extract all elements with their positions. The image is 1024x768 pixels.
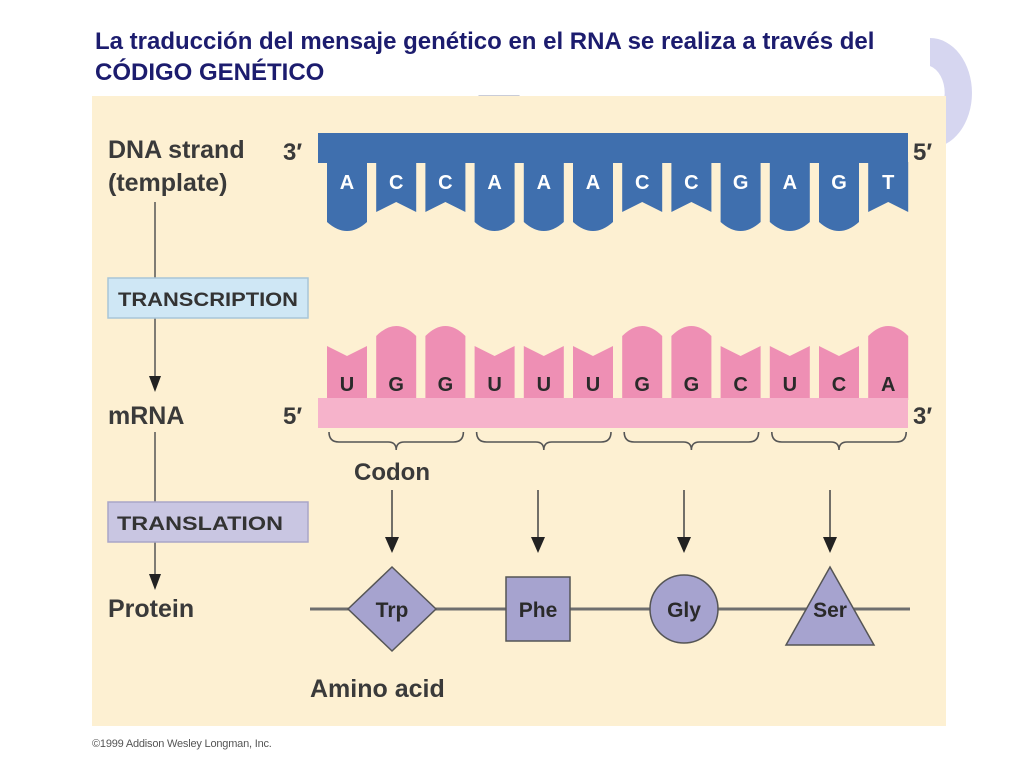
mrna-base-tab [819,346,859,400]
dna-base-tab [376,162,417,212]
mrna-base-tab [573,346,613,400]
codon-braces [328,431,907,451]
dna-base-letter: A [586,172,600,194]
translation-box [107,501,309,543]
dna-base-tab [868,162,909,212]
dna-template-label: (template) [108,169,227,197]
dna-base-tab [573,162,613,231]
mrna-base-tab [327,346,367,400]
dna-base-letter: A [783,172,797,194]
dna-base-letter: C [389,172,403,194]
mrna-base-letter: U [586,374,600,396]
mrna-base-letter: U [340,374,354,396]
mrna-base-letter: U [487,374,501,396]
mrna-base-letter: U [783,374,797,396]
amino-acid-name: Gly [667,599,701,622]
dna-base-letter: G [733,172,749,194]
mrna-base-letter: G [438,374,454,396]
mrna-base-letter: G [634,374,650,396]
dna-base-letter: C [438,172,452,194]
dna-base-letter: C [684,172,698,194]
translation-label: TRANSLATION [117,514,283,535]
mrna-base-letter: U [537,374,551,396]
mrna-base-tab [671,326,712,400]
dna-base-letter: C [635,172,649,194]
dna-base-tab [720,162,761,231]
amino-acid-square [505,576,571,642]
codon-brace [623,431,760,451]
protein-label: Protein [108,595,194,623]
translation-arrowhead [531,537,545,553]
translation-arrowhead [823,537,837,553]
mrna-base-tab [474,346,515,400]
dna-base-letter: T [882,172,894,194]
arrowhead-to-protein [149,574,161,590]
dna-end-left: 3′ [283,139,302,166]
mrna-base-letter: G [684,374,700,396]
copyright-notice: ©1999 Addison Wesley Longman, Inc. [92,738,272,750]
amino-acid-chain: Trp Phe Gly Ser [346,490,876,653]
dna-base-letter: A [487,172,501,194]
codon-brace [475,431,612,451]
mrna-base-tab [720,346,761,400]
amino-acid-diamond [346,565,438,653]
dna-base-tab [474,162,515,231]
dna-base-tab [622,162,663,212]
dna-base-tab [769,162,810,231]
dna-base-tab [819,162,859,231]
dna-base-letter: A [537,172,551,194]
mrna-base-tab [622,326,663,400]
mrna-backbone [318,398,908,428]
codon-brace [771,431,907,451]
mrna-base-letter: G [388,374,404,396]
amino-acid-circle [649,574,719,644]
translation-arrowhead [385,537,399,553]
mrna-end-left: 5′ [283,403,302,430]
dna-base-tab [425,162,466,212]
codon-label: Codon [354,459,430,486]
mrna-base-tab [425,326,466,400]
dna-base-letter: A [340,172,354,194]
transcription-label: TRANSCRIPTION [118,290,298,311]
mrna-base-letter: C [733,374,747,396]
mrna-base-tab [523,346,564,400]
mrna-end-right: 3′ [913,403,932,430]
mrna-base-tab [376,326,417,400]
amino-acid-name: Trp [376,599,409,622]
mrna-base-tab [868,326,909,400]
dna-backbone [318,133,908,163]
amino-acid-name: Ser [813,599,847,622]
dna-end-right: 5′ [913,139,932,166]
transcription-box [107,277,309,319]
amino-acid-label: Amino acid [310,675,445,703]
mrna-label: mRNA [108,402,184,430]
dna-base-tab [523,162,564,231]
arrowhead-to-mrna [149,376,161,392]
codon-brace [328,431,465,451]
amino-acid-triangle [784,565,876,646]
slide-title: La traducción del mensaje genético en el… [95,28,875,86]
mrna-base-letter: C [832,374,846,396]
mrna-base-letter: A [881,374,895,396]
translation-arrowhead [677,537,691,553]
dna-base-tab [671,162,712,212]
dna-base-tab [327,162,367,231]
mrna-base-tab [769,346,810,400]
amino-acid-name: Phe [519,599,558,622]
dna-strand-label: DNA strand [108,136,245,164]
dna-base-letter: G [831,172,847,194]
